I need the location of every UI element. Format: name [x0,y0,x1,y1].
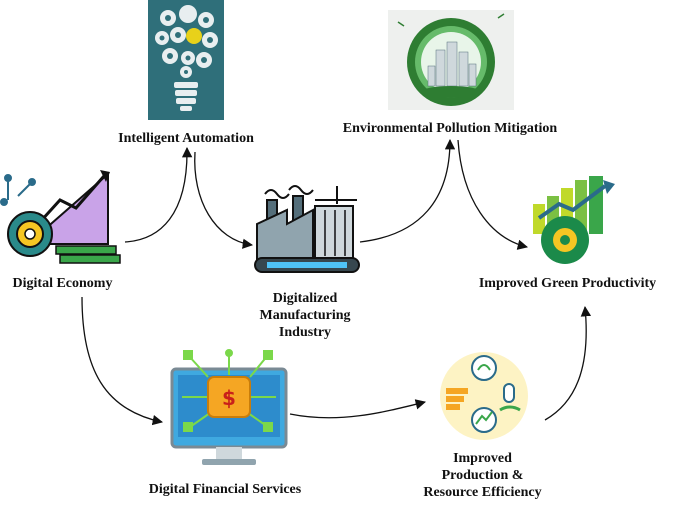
node-environmental-pollution-mitigation: Environmental Pollution Mitigation [342,121,558,136]
node-intelligent-automation: Intelligent Automation [118,131,254,146]
digital-economy-chart-gear-icon [0,160,122,268]
arrow-efficiency-to-productivity [544,305,592,421]
arrow-economy-to-finance [81,296,164,426]
factory-icon [253,180,361,276]
arrow-pollution-to-productivity [457,139,529,250]
node-improved-production-resource-efficiency: Improved Production & Resource Efficienc… [423,451,542,500]
node-improved-green-productivity: Improved Green Productivity [478,276,657,291]
node-digital-economy: Digital Economy [12,276,113,291]
green-city-icon [388,10,514,110]
node-digitalized-manufacturing-industry: Digitalized Manufacturing Industry [259,291,351,340]
arrow-finance-to-efficiency [289,399,427,419]
green-growth-chart-icon [529,174,621,268]
arrow-automation-to-manufacturing [194,151,254,249]
arrow-economy-to-automation [124,146,193,243]
lightbulb-gears-icon [148,0,224,120]
digital-finance-monitor-icon: $ [168,347,290,469]
arrow-manufacturing-to-pollution [359,138,456,243]
node-digital-financial-services: Digital Financial Services [148,482,302,497]
resource-efficiency-icon [438,350,530,442]
svg-text:$: $ [222,386,236,410]
